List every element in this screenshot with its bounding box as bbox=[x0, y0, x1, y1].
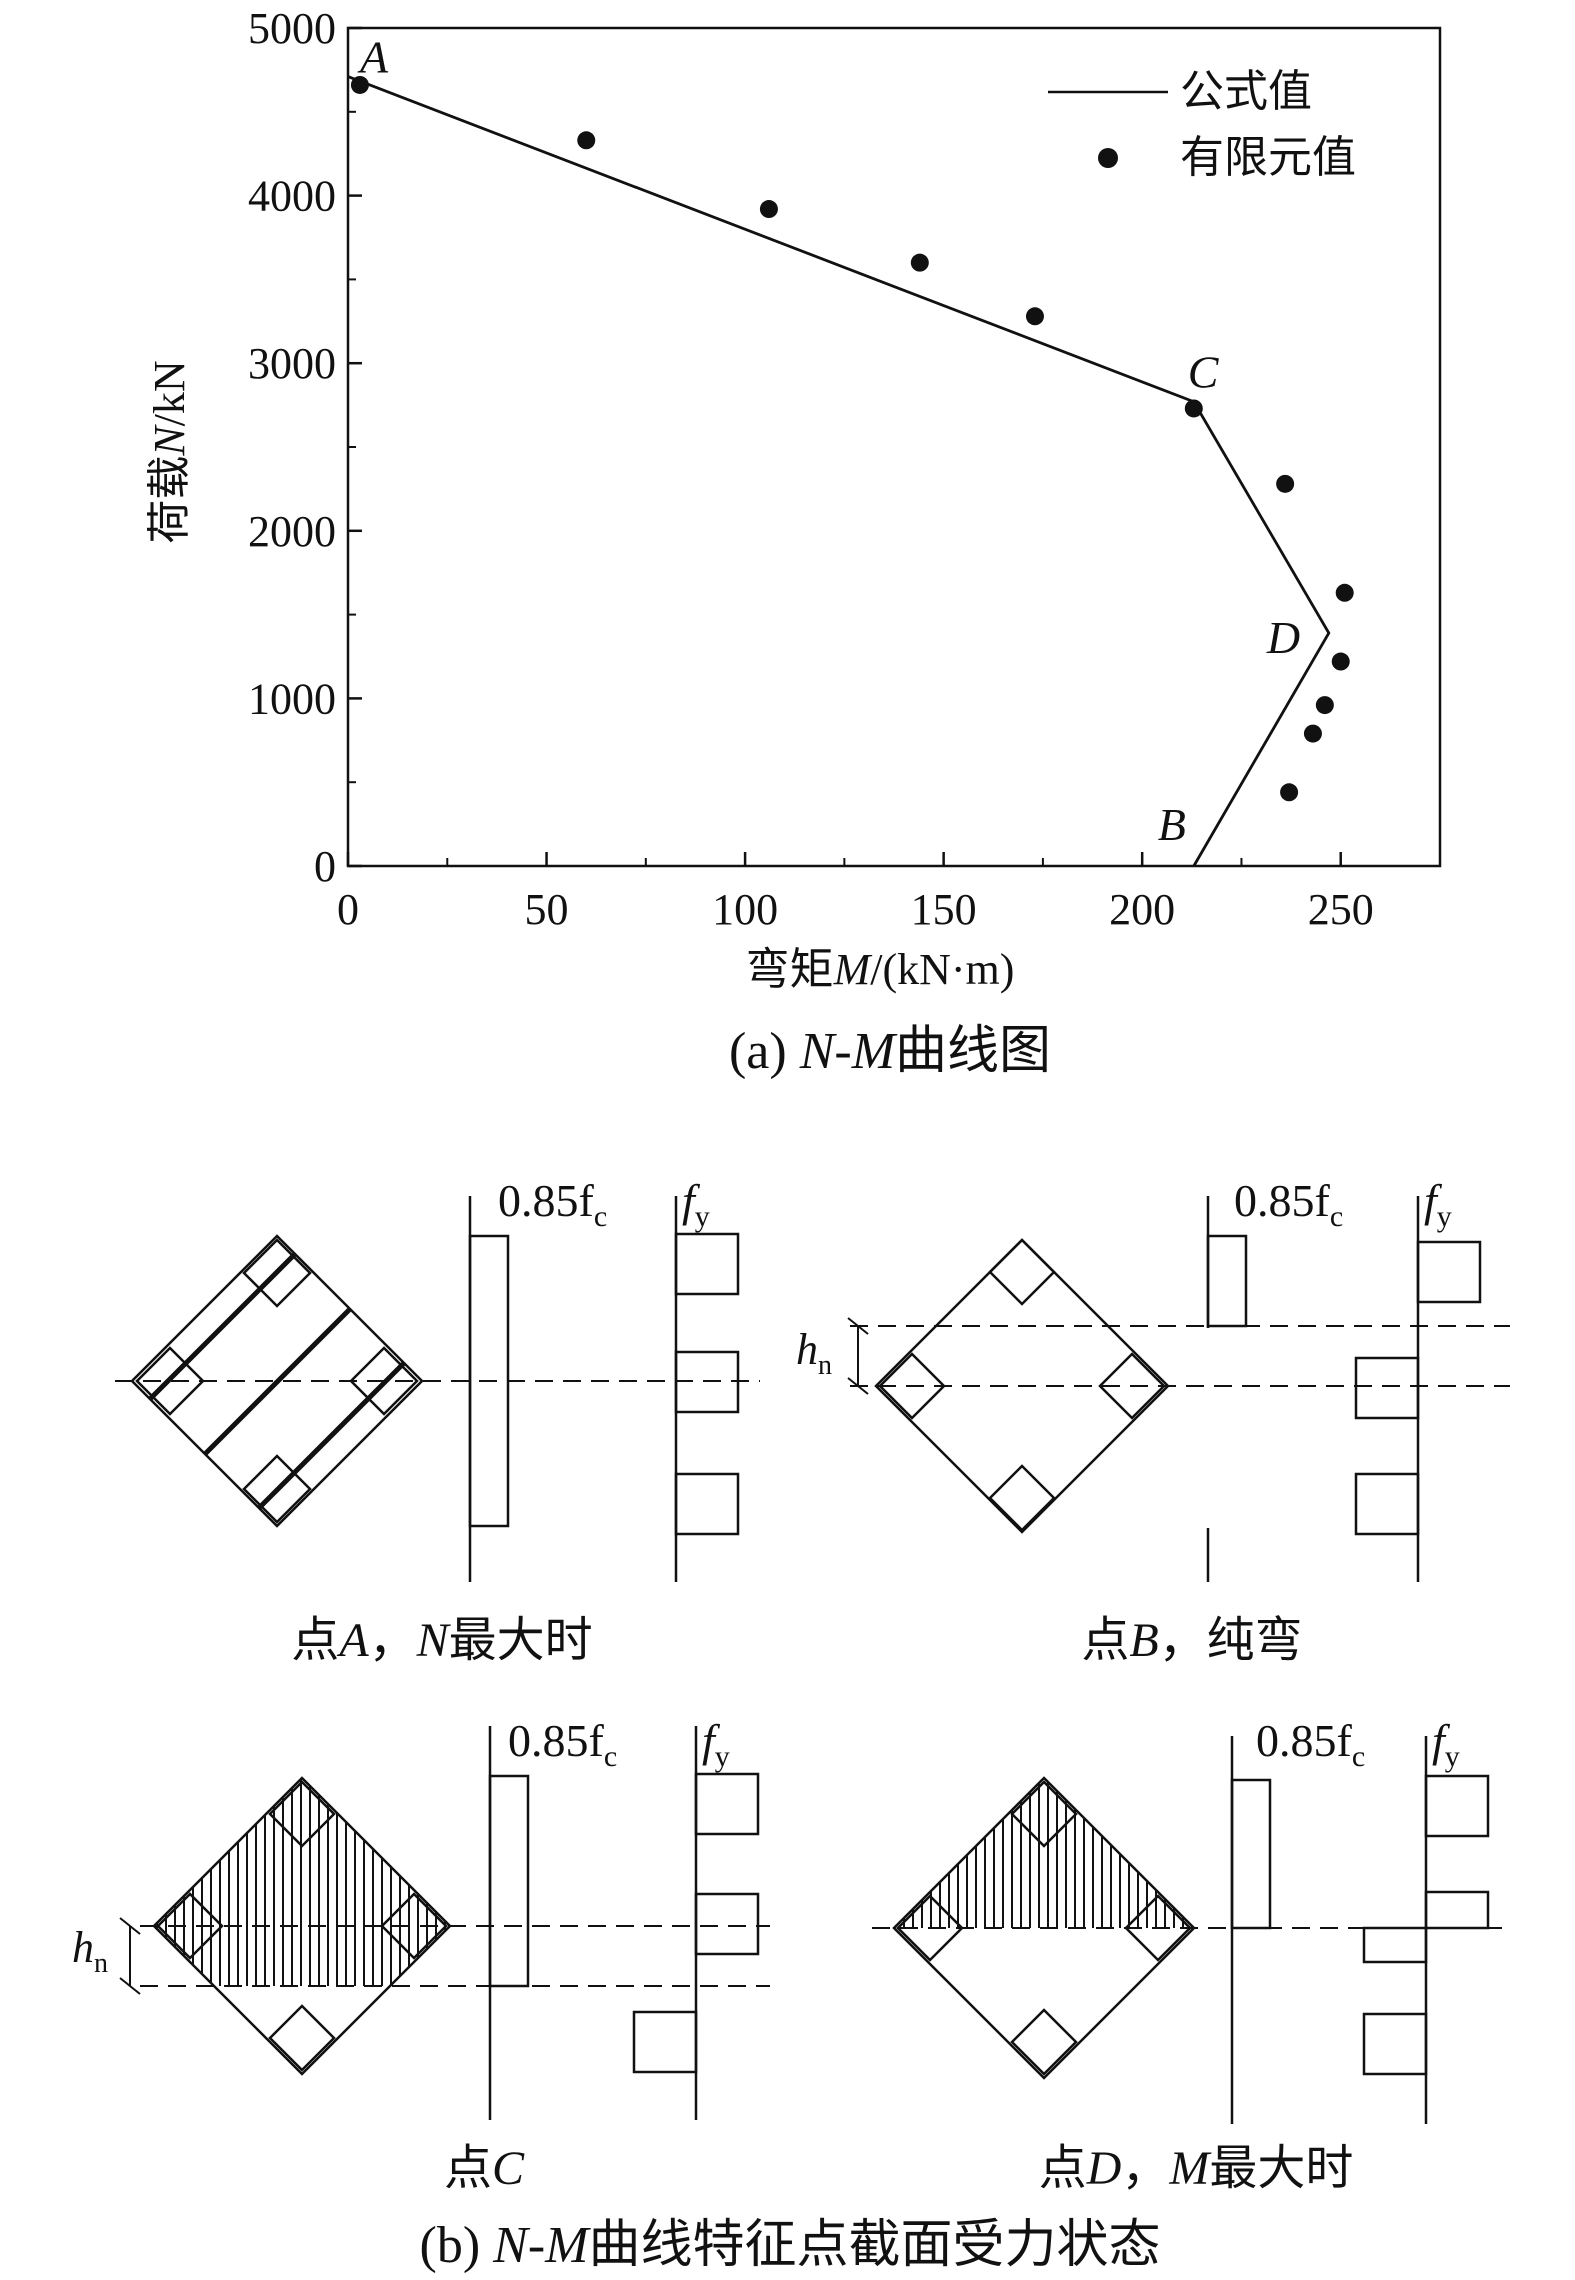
steel-stress-bar bbox=[1424, 1774, 1490, 1838]
steel-stress-label: fy bbox=[1432, 1715, 1460, 1773]
section-panel-c: hn 0.85fc fy 点C bbox=[72, 1715, 770, 2195]
steel-stress-label: fy bbox=[682, 1175, 710, 1233]
y-tick-label: 5000 bbox=[248, 4, 336, 53]
fem-data-point bbox=[1303, 724, 1322, 743]
x-tick-label: 150 bbox=[911, 885, 977, 934]
section-panel-d: 0.85fc fy 点D，M最大时 bbox=[872, 1715, 1502, 2195]
legend: 公式值 有限元值 bbox=[1048, 67, 1356, 182]
point-label-c: C bbox=[1188, 347, 1220, 398]
steel-stress-label: fy bbox=[1424, 1175, 1452, 1233]
panel-caption-b: 点B，纯弯 bbox=[1081, 1614, 1302, 1667]
steel-stress-bar bbox=[674, 1232, 740, 1296]
steel-stress-bar bbox=[674, 1350, 740, 1414]
steel-stress-bar bbox=[694, 1892, 760, 1956]
series-layer bbox=[347, 75, 1354, 867]
fem-data-point bbox=[1335, 583, 1354, 602]
x-axis-ticks: 0 50 100 150 200 250 bbox=[337, 852, 1374, 934]
fem-data-point bbox=[577, 131, 596, 150]
concrete-stress-label: 0.85fc bbox=[508, 1715, 617, 1773]
formula-curve-line bbox=[347, 75, 1331, 867]
x-tick-label: 100 bbox=[712, 885, 778, 934]
caption-a: (a) N-M曲线图 bbox=[729, 1023, 1051, 1080]
fem-data-point bbox=[1315, 696, 1334, 715]
steel-stress-bar bbox=[1416, 1240, 1482, 1304]
y-tick-label: 4000 bbox=[248, 172, 336, 221]
x-tick-label: 0 bbox=[337, 885, 359, 934]
fem-data-point bbox=[1184, 399, 1203, 418]
section-panel-b: hn 0.85fc fy 点B，纯弯 bbox=[796, 1175, 1510, 1667]
steel-stress-bar bbox=[632, 2010, 698, 2074]
hn-tick bbox=[119, 1977, 141, 1995]
fem-data-point bbox=[1331, 652, 1350, 671]
section-diamond-d bbox=[892, 1776, 1196, 2080]
compression-zone-hatch bbox=[154, 1778, 450, 1986]
y-tick-label: 2000 bbox=[248, 507, 336, 556]
fem-data-point bbox=[1280, 783, 1299, 802]
steel-stress-bar bbox=[1362, 2012, 1428, 2076]
panel-caption-a: 点A，N最大时 bbox=[291, 1614, 592, 1667]
nm-curve-chart: 0 50 100 150 200 250 0 1000 2000 3000 4000 5000 A C… bbox=[145, 4, 1442, 1080]
x-tick-label: 200 bbox=[1109, 885, 1175, 934]
steel-stress-bar bbox=[674, 1472, 740, 1536]
fem-data-point bbox=[1025, 307, 1044, 326]
concrete-stress-block bbox=[1230, 1778, 1272, 1930]
point-label-d: D bbox=[1266, 612, 1300, 663]
panel-caption-d: 点D，M最大时 bbox=[1039, 2142, 1354, 2195]
legend-marker-swatch bbox=[1098, 148, 1118, 168]
point-label-a: A bbox=[357, 32, 389, 83]
fem-data-point bbox=[1276, 474, 1295, 493]
concrete-stress-label: 0.85fc bbox=[1234, 1175, 1343, 1233]
section-diamond-c bbox=[152, 1776, 452, 2076]
y-tick-label: 1000 bbox=[248, 674, 336, 723]
concrete-stress-label: 0.85fc bbox=[1256, 1715, 1365, 1773]
panel-caption-c: 点C bbox=[444, 2142, 525, 2195]
fem-data-point bbox=[910, 253, 929, 272]
fem-data-point bbox=[759, 200, 778, 219]
y-axis-ticks: 0 1000 2000 3000 4000 5000 bbox=[248, 4, 362, 891]
concrete-stress-block bbox=[1206, 1234, 1248, 1328]
hn-tick bbox=[847, 1317, 869, 1335]
compression-zone-hatch bbox=[895, 1778, 1194, 1928]
steel-stress-bar bbox=[1362, 1926, 1428, 1964]
section-diamond-b bbox=[874, 1238, 1170, 1534]
hn-tick bbox=[119, 1917, 141, 1935]
concrete-stress-label: 0.85fc bbox=[498, 1175, 607, 1233]
point-label-b: B bbox=[1158, 799, 1186, 850]
legend-label-formula: 公式值 bbox=[1180, 67, 1312, 116]
concrete-stress-block bbox=[488, 1774, 530, 1988]
steel-stress-bar bbox=[1424, 1890, 1490, 1930]
steel-stress-label: fy bbox=[702, 1715, 730, 1773]
legend-label-fem: 有限元值 bbox=[1180, 133, 1356, 182]
x-tick-label: 50 bbox=[525, 885, 569, 934]
y-tick-label: 3000 bbox=[248, 339, 336, 388]
steel-stress-bar bbox=[694, 1772, 760, 1836]
section-diamond-a bbox=[130, 1234, 424, 1528]
caption-b: (b) N-M曲线特征点截面受力状态 bbox=[420, 2217, 1161, 2274]
concrete-stress-block bbox=[468, 1234, 510, 1528]
point-labels: A C D B bbox=[357, 32, 1300, 850]
compression-zone-hatch bbox=[840, 1240, 1190, 1328]
hn-label: hn bbox=[796, 1325, 832, 1381]
fem-data-point bbox=[350, 75, 369, 94]
steel-stress-bar bbox=[1354, 1472, 1420, 1536]
x-tick-label: 250 bbox=[1308, 885, 1374, 934]
hn-tick bbox=[847, 1377, 869, 1395]
hn-label: hn bbox=[72, 1923, 108, 1979]
x-axis-title: 弯矩M/(kN·m) bbox=[746, 945, 1015, 994]
y-axis-title: 荷载N/kN bbox=[145, 360, 194, 543]
steel-stress-bar bbox=[1354, 1356, 1420, 1420]
y-tick-label: 0 bbox=[314, 842, 336, 891]
section-panel-a: 0.85fc fy 点A，N最大时 bbox=[115, 1175, 760, 1667]
